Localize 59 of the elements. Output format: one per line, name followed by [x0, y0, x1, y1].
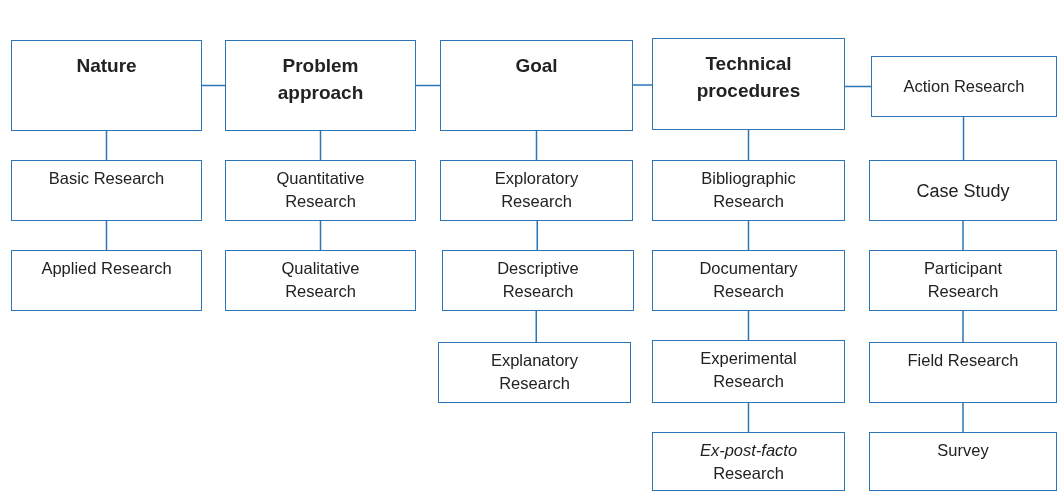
- box-label: Descriptive Research: [496, 258, 580, 303]
- box-label: Bibliographic Research: [700, 168, 797, 213]
- connector-line: [632, 84, 653, 86]
- method-box: [869, 342, 1057, 403]
- connector-line: [962, 310, 964, 343]
- method-box: [652, 432, 845, 491]
- connector-line: [319, 220, 322, 251]
- method-box: [869, 250, 1057, 311]
- box-label: Documentary Research: [698, 258, 799, 303]
- connector-line: [747, 310, 750, 341]
- box-label: Ex-post-facto Research: [698, 440, 799, 485]
- box-label: Explanatory Research: [489, 350, 580, 395]
- category-box: [225, 40, 416, 131]
- method-box: [652, 340, 845, 403]
- method-box: [438, 342, 631, 403]
- connector-line: [415, 84, 441, 87]
- connector-line: [844, 85, 872, 88]
- box-label: Technical procedures: [695, 52, 802, 103]
- method-box: [225, 160, 416, 221]
- box-label: Participant Research: [923, 258, 1003, 303]
- connector-line: [962, 116, 965, 161]
- connector-line: [747, 220, 750, 251]
- method-box: [225, 250, 416, 311]
- connector-line: [105, 130, 108, 161]
- connector-line: [747, 129, 750, 161]
- box-label: Goal: [515, 54, 558, 78]
- method-box: [869, 432, 1057, 491]
- method-box: [652, 160, 845, 221]
- box-label: Qualitative Research: [280, 258, 361, 303]
- category-box: [440, 40, 633, 131]
- box-label: Survey: [937, 440, 989, 461]
- box-label: Nature: [76, 54, 137, 78]
- box-label: Quantitative Research: [275, 168, 366, 213]
- method-box: [440, 160, 633, 221]
- method-box: [869, 160, 1057, 221]
- box-label: Problem approach: [276, 54, 365, 105]
- connector-line: [536, 220, 538, 251]
- connector-line: [962, 402, 964, 433]
- category-box: [11, 40, 202, 131]
- box-label: Exploratory Research: [493, 168, 580, 213]
- connector-line: [319, 130, 322, 161]
- connector-line: [201, 84, 226, 87]
- connector-line: [747, 402, 750, 433]
- connector-line: [535, 310, 537, 343]
- method-box: [871, 56, 1057, 117]
- connector-line: [535, 130, 538, 161]
- method-box: [11, 160, 202, 221]
- box-label: Applied Research: [41, 258, 172, 279]
- method-box: [11, 250, 202, 311]
- connector-line: [962, 220, 964, 251]
- box-label: Basic Research: [48, 168, 165, 189]
- box-label: Case Study: [916, 180, 1010, 203]
- box-label: Field Research: [907, 350, 1019, 371]
- category-box: [652, 38, 845, 130]
- method-box: [442, 250, 634, 311]
- box-label: Experimental Research: [699, 348, 798, 393]
- connector-line: [105, 220, 108, 251]
- box-label: Action Research: [903, 75, 1025, 97]
- method-box: [652, 250, 845, 311]
